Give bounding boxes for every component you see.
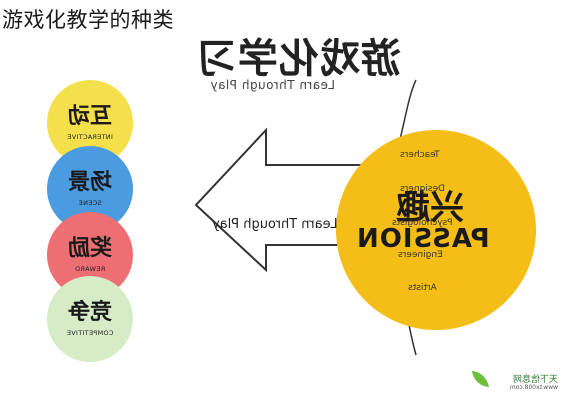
role-teachers: Teachers (400, 150, 440, 160)
bubble-competitive: 竞争 COMPETITIVE (47, 276, 133, 362)
watermark-url: www.tx008.com (509, 384, 558, 391)
bubble-reward-en: REWARD (74, 264, 106, 273)
arrow-label: Learn Through Play (212, 217, 338, 232)
bubble-competitive-cn: 竞争 (68, 300, 113, 326)
bubble-interactive-en: INTERACTIVE (67, 132, 113, 141)
bubble-interactive-cn: 互动 (68, 104, 113, 130)
role-engineers: Engineers (398, 250, 443, 260)
leaf-icon (472, 371, 489, 387)
page-heading: 游戏化教学的种类 (2, 8, 174, 32)
role-artists: Artists (408, 283, 437, 293)
bubble-competitive-en: COMPETITIVE (66, 328, 114, 337)
bubble-reward-cn: 奖励 (68, 236, 113, 262)
role-psychologists: Psychologists (392, 218, 453, 228)
role-designers: Designers (400, 184, 445, 194)
bubble-scene-en: SCENE (78, 198, 102, 207)
watermark-logo: 天下信息网 www.tx008.com (470, 366, 558, 396)
bubble-scene-cn: 场景 (68, 170, 113, 196)
